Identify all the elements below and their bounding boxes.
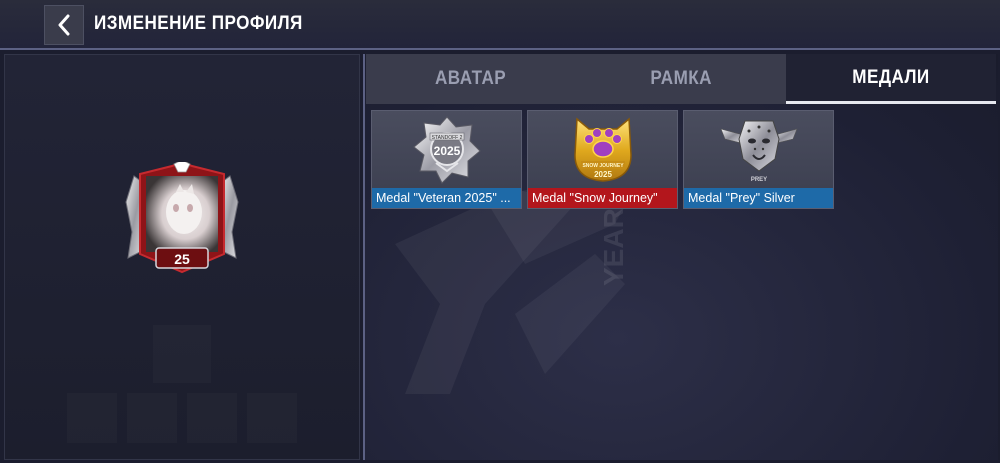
empty-slot [127, 393, 177, 443]
snow-journey-paw-icon: SNOW JOURNEY 2025 [573, 117, 632, 182]
tab-avatar-label: АВАТАР [435, 68, 507, 89]
medal-card-veteran-2025[interactable]: STANDOFF 2 2025 Medal "Veteran 2025" ... [371, 110, 522, 209]
medal-card-prey-silver[interactable]: PREY Medal "Prey" Silver [683, 110, 834, 209]
empty-slot [153, 325, 211, 383]
medal-label: Medal "Snow Journey" [528, 188, 677, 208]
top-bar: ИЗМЕНЕНИЕ ПРОФИЛЯ [0, 0, 1000, 50]
tab-avatar[interactable]: АВАТАР [366, 54, 576, 104]
svg-text:2025: 2025 [433, 144, 460, 158]
empty-slot [187, 393, 237, 443]
veteran-2025-medal-icon: STANDOFF 2 2025 [412, 116, 481, 184]
svg-text:2025: 2025 [594, 170, 612, 179]
tab-frame-label: РАМКА [650, 68, 712, 89]
back-button[interactable] [44, 5, 84, 45]
medal-label: Medal "Prey" Silver [684, 188, 833, 208]
tab-bar: АВАТАР РАМКА МЕДАЛИ [366, 54, 996, 104]
medal-label: Medal "Veteran 2025" ... [372, 188, 521, 208]
avatar-frame-graphic [125, 159, 239, 274]
page-title: ИЗМЕНЕНИЕ ПРОФИЛЯ [94, 13, 303, 34]
tab-medals[interactable]: МЕДАЛИ [786, 54, 996, 104]
content-panel: YEARS [363, 54, 998, 460]
empty-slot [67, 393, 117, 443]
level-number: 25 [174, 251, 190, 267]
tab-frame[interactable]: РАМКА [576, 54, 786, 104]
empty-slot [247, 393, 297, 443]
avatar-frame: 25 [124, 159, 240, 274]
medal-card-snow-journey[interactable]: SNOW JOURNEY 2025 Medal "Snow Journey" [527, 110, 678, 209]
svg-text:STANDOFF 2: STANDOFF 2 [431, 135, 462, 141]
tab-medals-label: МЕДАЛИ [852, 66, 930, 88]
chevron-left-icon [58, 14, 70, 36]
svg-text:SNOW JOURNEY: SNOW JOURNEY [582, 163, 624, 169]
prey-leopard-icon: PREY [719, 120, 798, 183]
svg-text:PREY: PREY [750, 177, 766, 183]
